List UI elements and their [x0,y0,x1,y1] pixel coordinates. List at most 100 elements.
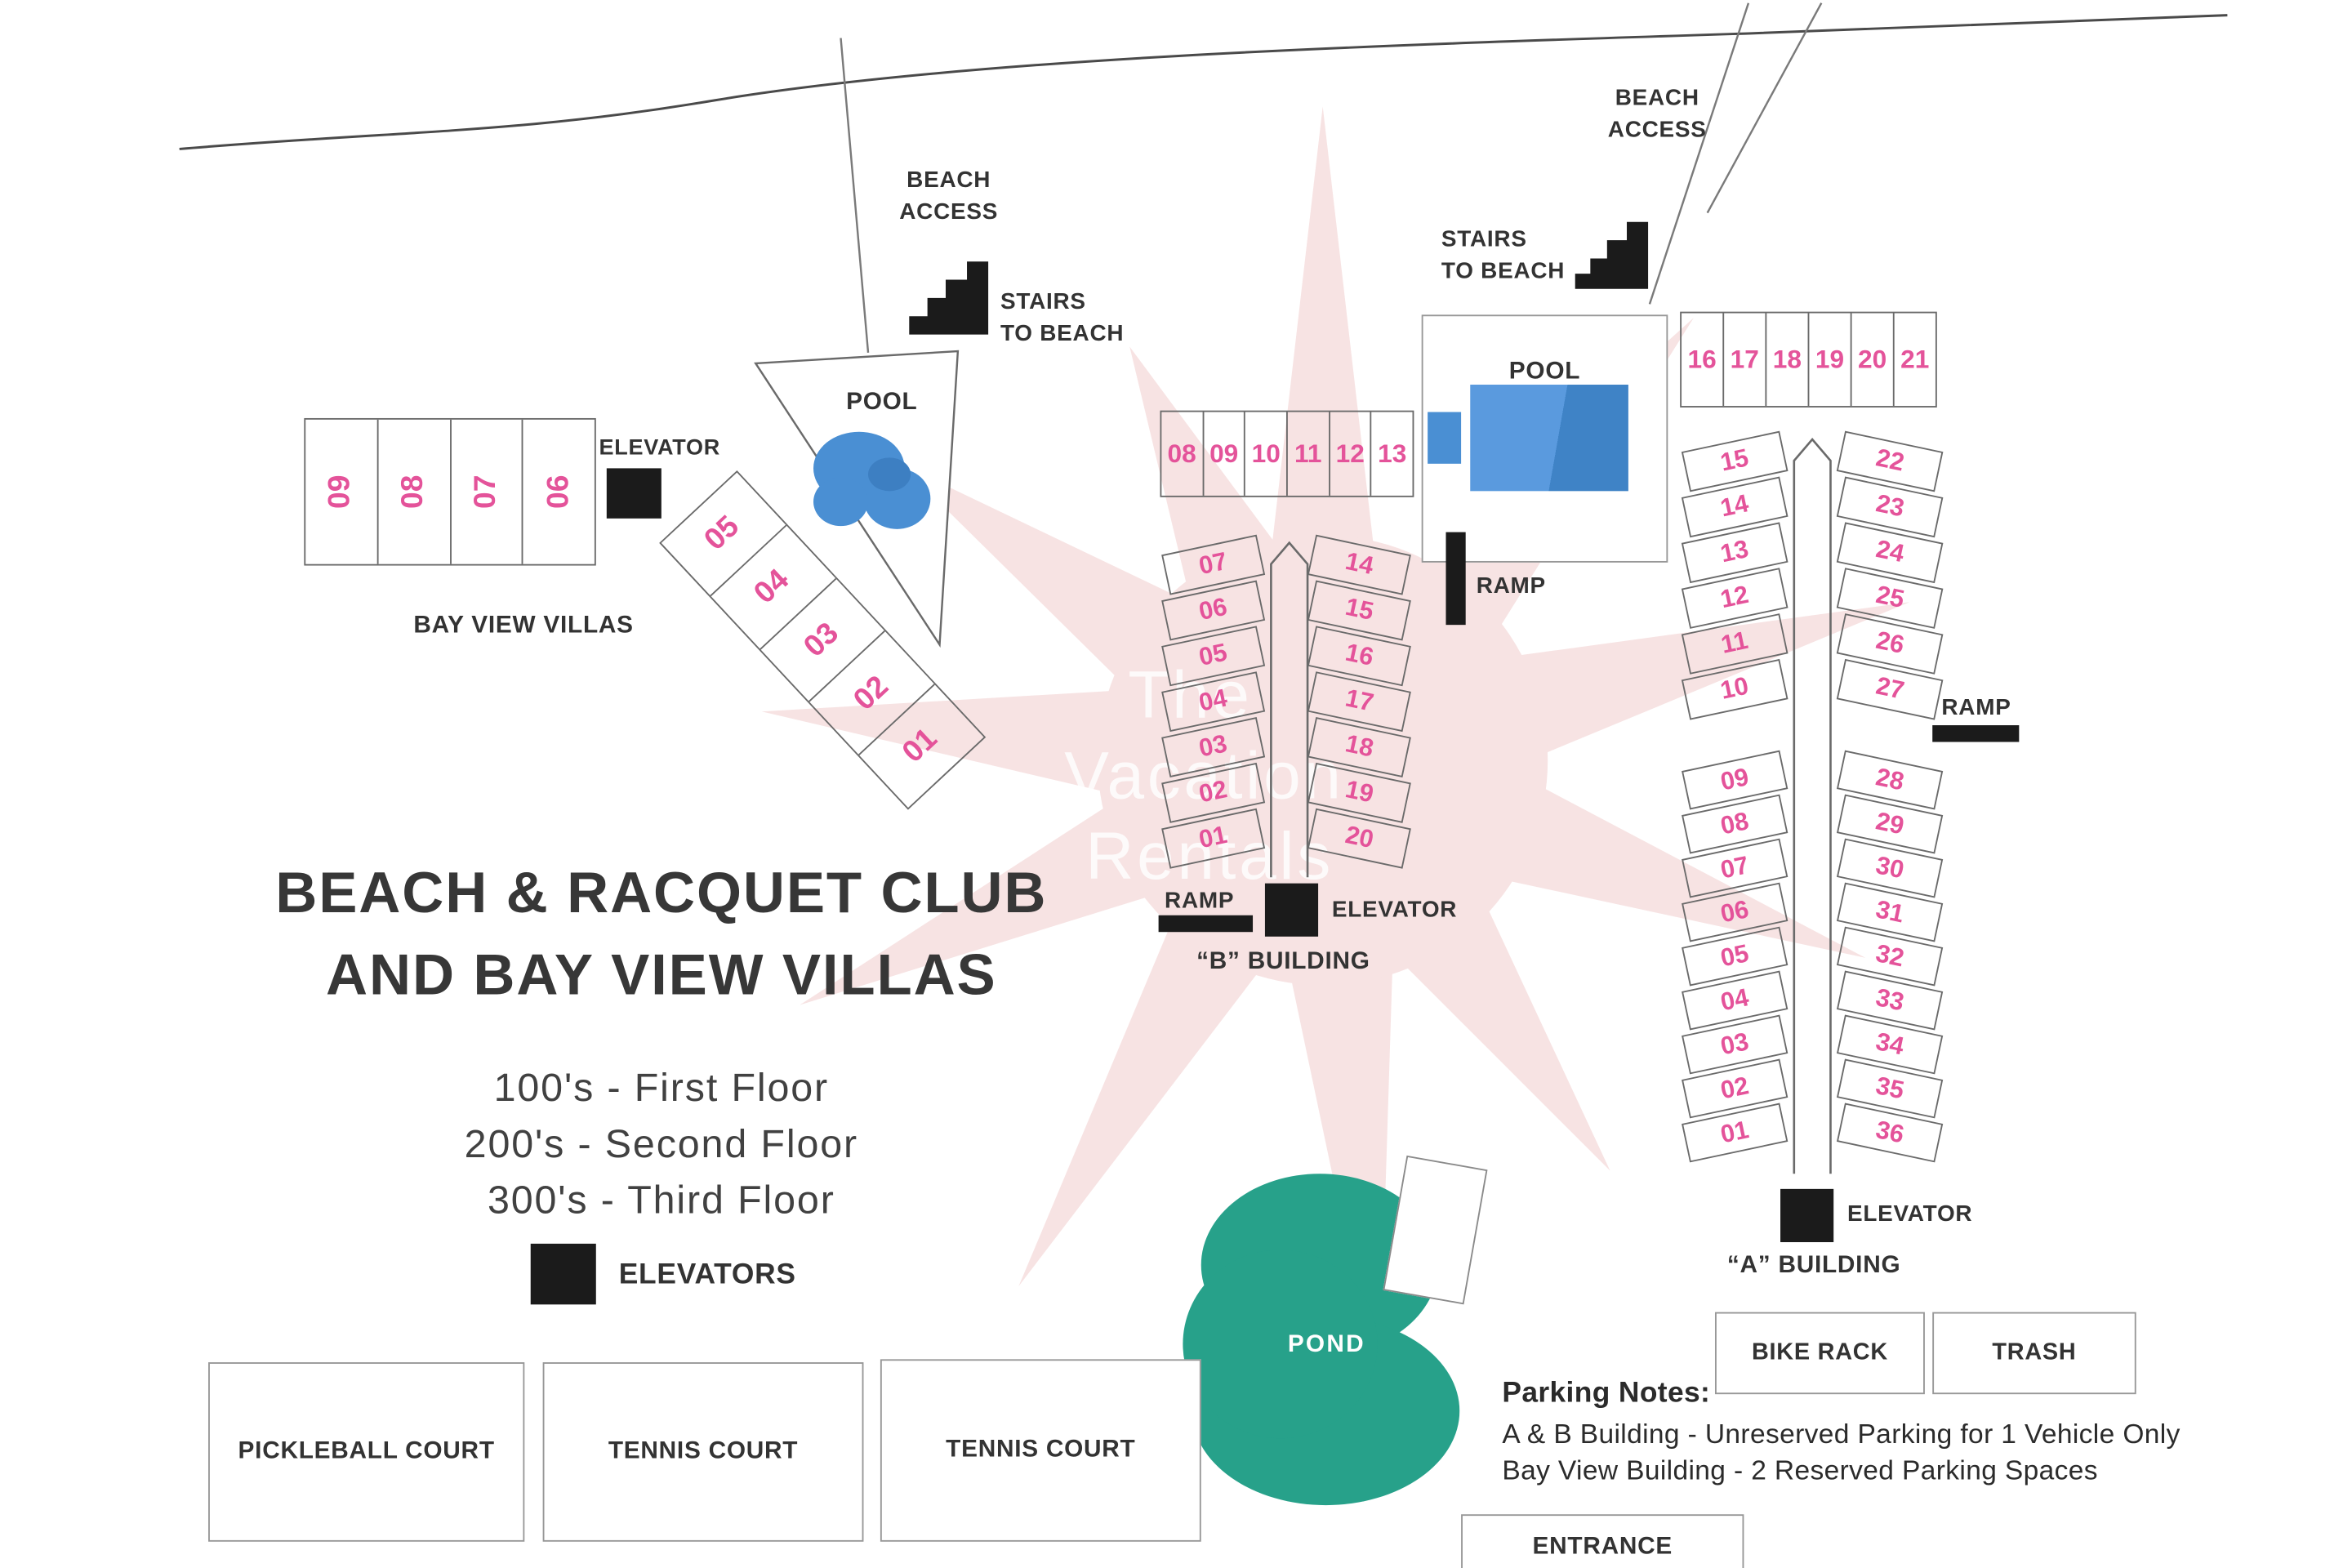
unit-number: 20 [1858,344,1887,374]
unit-number: 06 [1717,895,1752,929]
unit-cell: 16 [1682,313,1725,407]
beach-access-label-right: BEACH ACCESS [1581,82,1733,146]
tennis-court-2: TENNIS COURT [880,1359,1201,1542]
unit-cell: 13 [1372,412,1413,496]
unit-number: 23 [1873,490,1907,523]
entrance-label: ENTRANCE [1532,1534,1673,1561]
unit-number: 03 [1717,1027,1752,1061]
unit-number: 15 [1343,593,1376,626]
unit-cell: 21 [1895,314,1936,407]
beach-access-left-line1: BEACH [906,167,991,194]
unit-number: 33 [1873,983,1907,1017]
unit-number: 17 [1730,344,1759,374]
bay-view-pool-water [813,431,931,529]
unit-number: 22 [1873,444,1907,478]
a-building-elevator-marker [1780,1188,1834,1243]
pond-water [1183,1174,1460,1506]
entrance: ENTRANCE [1461,1514,1744,1568]
a-building-name-label: “A” BUILDING [1726,1253,1901,1279]
unit-number: 13 [1717,535,1752,568]
unit-number: 01 [1196,821,1230,854]
unit-number: 29 [1873,807,1907,840]
unit-number: 14 [1343,547,1376,581]
unit-number: 04 [1717,983,1752,1017]
stairs-to-beach-icon-right [1575,221,1649,289]
b-building-corridor [1270,541,1309,878]
b-building-spa-water [1428,412,1462,464]
a-building-ramp-marker [1932,725,2020,742]
trash: TRASH [1932,1312,2136,1395]
unit-number: 09 [1209,439,1239,468]
unit-cell: 19 [1809,313,1852,407]
beach-path-right-2 [1706,2,1823,214]
unit-number: 11 [1294,439,1322,468]
unit-number: 20 [1343,821,1376,854]
beach-access-label-left: BEACH ACCESS [873,164,1025,228]
beach-access-right-line1: BEACH [1615,85,1699,111]
bay-view-elevator-label: ELEVATOR [599,436,720,461]
tennis-court-1-label: TENNIS COURT [608,1438,799,1464]
unit-cell: 09 [305,419,379,564]
stairs-left-line2: TO BEACH [1000,320,1125,347]
trash-label: TRASH [1992,1339,2077,1365]
floor-legend-line: 300's - Third Floor [487,1176,835,1223]
pond-label: POND [1287,1331,1365,1358]
unit-number: 13 [1378,439,1407,468]
pickleball-court: PICKLEBALL COURT [208,1362,525,1542]
unit-cell: 20 [1852,313,1895,407]
unit-number: 01 [1717,1116,1752,1149]
unit-number: 08 [1167,439,1196,468]
unit-cell: 18 [1766,313,1810,407]
unit-number: 07 [1717,851,1752,884]
unit-number: 09 [1717,763,1752,796]
parking-notes-line2: Bay View Building - 2 Reserved Parking S… [1502,1454,2098,1486]
unit-number: 24 [1873,535,1907,568]
unit-number: 26 [1873,626,1907,660]
unit-number: 09 [323,474,358,509]
b-building-ramp-marker [1158,915,1254,933]
unit-number: 27 [1873,672,1907,706]
tennis-court-2-label: TENNIS COURT [946,1437,1136,1463]
beach-access-left-line2: ACCESS [899,198,999,225]
unit-number: 02 [848,669,896,717]
unit-number: 17 [1343,684,1376,718]
pool-ramp-label: RAMP [1476,572,1546,599]
b-building-name-label: “B” BUILDING [1196,948,1370,975]
unit-cell: 06 [523,420,595,564]
stairs-to-beach-icon-left [909,261,989,335]
b-building-ramp-label: RAMP [1165,888,1235,914]
unit-number: 08 [1717,807,1752,840]
unit-number: 01 [897,722,946,770]
beach-path-right-1 [1648,2,1750,305]
unit-number: 03 [1196,730,1230,764]
legend-elevators-label: ELEVATORS [618,1258,796,1291]
a-building-corridor [1793,438,1832,1174]
legend-elevator-marker [530,1243,596,1305]
b-building-pool-label: POOL [1508,359,1581,385]
bike-rack: BIKE RACK [1714,1312,1925,1395]
unit-number: 06 [1196,593,1230,626]
tennis-court-1: TENNIS COURT [542,1362,864,1542]
floor-legend-line: 100's - First Floor [493,1064,830,1111]
bay-view-elevator-marker [606,468,662,519]
unit-cell: 12 [1330,412,1372,496]
parking-notes-title: Parking Notes: [1502,1377,1711,1410]
b-building-elevator-label: ELEVATOR [1331,897,1458,924]
unit-number: 05 [1717,939,1752,973]
unit-number: 21 [1900,344,1930,374]
parking-notes-line1: A & B Building - Unreserved Parking for … [1502,1418,2180,1450]
pool-ramp-marker [1446,532,1466,626]
unit-cell: 10 [1245,412,1288,496]
unit-number: 04 [748,562,796,611]
unit-number: 08 [396,474,430,509]
unit-cell: 09 [1204,412,1246,496]
unit-number: 28 [1873,763,1907,796]
